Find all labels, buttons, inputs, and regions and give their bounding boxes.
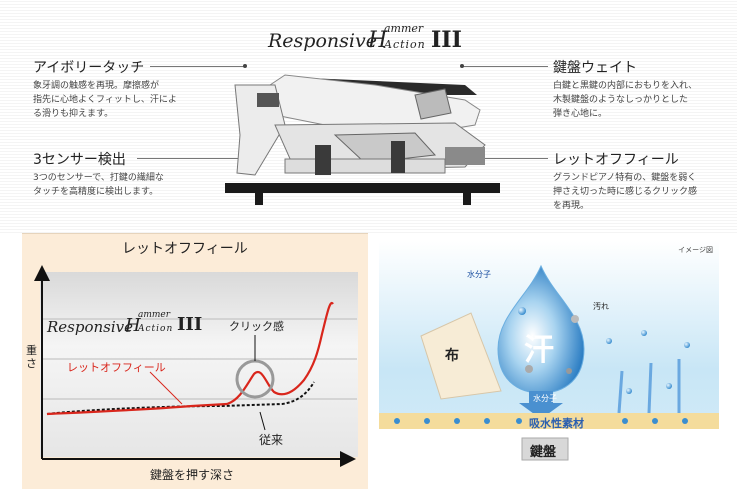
conventional-leader-line — [259, 411, 266, 431]
water-molecule — [424, 418, 430, 424]
letoff-series-label: レットオフフィール — [67, 361, 166, 374]
sweat-illustration — [379, 264, 719, 475]
keyboard-action-illustration — [225, 74, 500, 205]
click-feel-label: クリック感 — [229, 320, 284, 333]
dirt-label: 汚れ — [593, 302, 609, 311]
letoff-chart — [34, 265, 357, 467]
water-molecule-label: 水分子 — [467, 270, 491, 279]
sweat-absorption-panel: イメージ図 — [379, 241, 719, 475]
water-molecule — [626, 388, 632, 394]
letoff-feel-desc: グランドピアノ特有の、鍵盤を弱く 押さえ切った時に感じるクリック感 を再現。 — [553, 173, 698, 211]
conventional-series-label: 従来 — [259, 433, 284, 447]
down-arrow — [617, 370, 624, 414]
ivory-leader-dot — [243, 64, 247, 68]
water-molecule — [516, 418, 522, 424]
weight-leader-line — [462, 66, 548, 67]
absorb-arrow — [519, 391, 563, 419]
three-sensor-desc: 3つのセンサーで、打鍵の繊細な タッチを高精度に検出します。 — [33, 173, 164, 197]
water-molecule — [606, 338, 612, 344]
water-molecule — [652, 418, 658, 424]
letoff-leader-line — [149, 371, 183, 405]
absorbent-layer — [379, 413, 719, 429]
hammer-action-logo: Responsive H ammer Action III — [268, 22, 462, 53]
letoff-feel-label: レットオフフィール — [553, 152, 679, 168]
water-molecule — [684, 342, 690, 348]
ivory-leader-line — [150, 66, 245, 67]
conventional-curve — [46, 381, 315, 415]
key-weight-desc: 白鍵と黒鍵の内部におもりを入れ、 木製鍵盤のようなしっかりとした 弾き心地に。 — [553, 81, 698, 119]
letoff-curve — [46, 301, 334, 416]
water-molecule — [641, 330, 647, 336]
water-molecule-label-2: 水分子 — [533, 394, 557, 403]
key-weight-label: 鍵盤ウェイト — [553, 60, 637, 76]
cloth-label: 布 — [445, 348, 459, 364]
chart-area — [40, 272, 358, 457]
chart-title: レットオフフィール — [122, 241, 248, 257]
water-molecule — [682, 418, 688, 424]
ivory-touch-label: アイボリータッチ — [33, 60, 145, 76]
action-illustration-panel: Responsive H ammer Action III アイボリータッチ 象… — [0, 0, 737, 233]
water-molecule — [518, 307, 526, 315]
click-feel-circle — [235, 359, 275, 399]
y-axis-label: 重さ — [26, 344, 37, 370]
water-molecule — [484, 418, 490, 424]
key-label-box — [521, 437, 569, 461]
sensor-leader-line — [137, 158, 245, 159]
sweat-char: 汗 — [524, 333, 554, 368]
ivory-touch-desc: 象牙調の触感を再現。摩擦感が 指先に心地よくフィットし、汗によ る滑りも抑えます… — [33, 81, 177, 119]
dirt-particle — [566, 368, 572, 374]
cloth-shape — [420, 312, 502, 400]
three-sensor-label: 3センサー検出 — [33, 152, 126, 168]
dirt-particle — [571, 315, 579, 323]
letoff-leader-line — [462, 158, 548, 159]
water-molecule — [454, 418, 460, 424]
letoff-chart-panel: レットオフフィール Responsive H ammer Action III — [22, 233, 368, 489]
water-molecule — [622, 418, 628, 424]
water-molecule — [666, 383, 672, 389]
water-molecule — [394, 418, 400, 424]
down-arrow — [647, 362, 653, 414]
dirt-particle — [525, 365, 533, 373]
x-axis-label: 鍵盤を押す深さ — [150, 468, 235, 482]
chart-logo: Responsive H ammer Action III — [47, 310, 203, 336]
weight-leader-dot — [460, 64, 464, 68]
absorbent-layer-label: 吸水性素材 — [529, 417, 584, 430]
key-label: 鍵盤 — [530, 445, 557, 460]
image-note: イメージ図 — [678, 246, 713, 254]
